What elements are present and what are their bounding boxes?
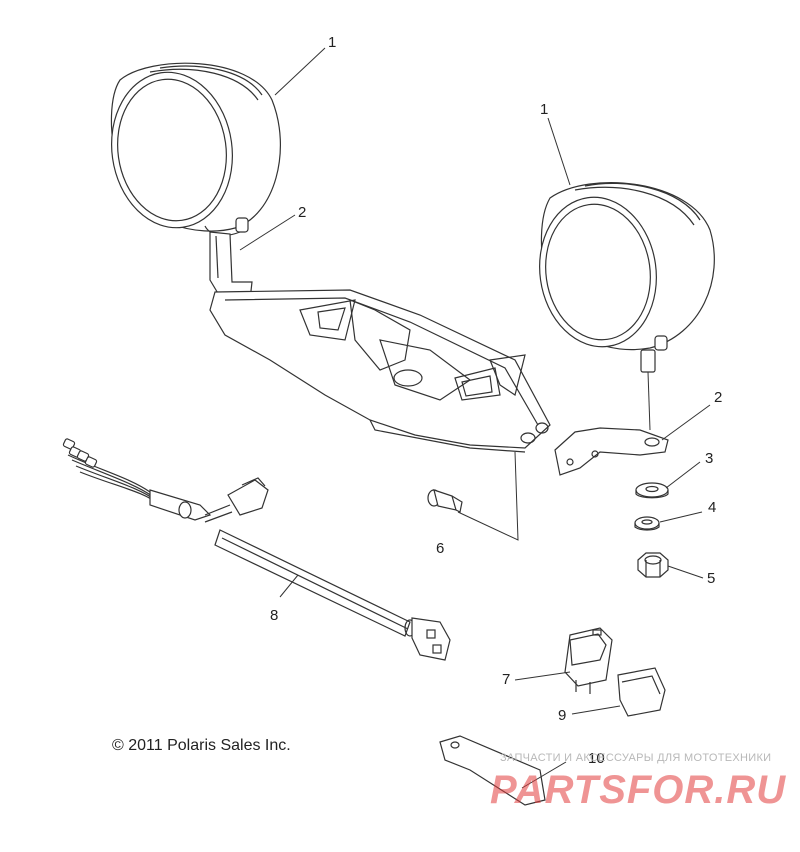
mounting-bar	[209, 289, 551, 453]
watermark-logo: PARTSFOR.RU	[490, 768, 787, 812]
right-bracket	[554, 427, 669, 476]
lock-washer	[634, 516, 660, 531]
left-lamp	[110, 62, 281, 236]
mounting-strap	[439, 735, 546, 806]
rocker-switch	[564, 627, 613, 694]
callout-5: 5	[707, 570, 715, 587]
callout-6: 6	[436, 540, 444, 557]
callout-8: 8	[270, 607, 278, 624]
copyright-notice: © 2011 Polaris Sales Inc.	[112, 737, 291, 754]
callout-7: 7	[502, 671, 510, 688]
callout-2-left-bracket: 2	[298, 204, 306, 221]
watermark-tagline: ЗАПЧАСТИ И АКСЕССУАРЫ ДЛЯ МОТОТЕХНИКИ	[500, 752, 772, 764]
callout-1-left-lamp: 1	[328, 34, 336, 51]
leader-lines	[239, 47, 711, 789]
callout-labels: 1 1 2 2 3 4 5 6 7 8 9 10	[270, 34, 722, 767]
left-bracket	[209, 231, 253, 301]
callout-10: 10	[588, 750, 605, 767]
flat-washer	[635, 482, 669, 499]
bolt	[427, 489, 463, 513]
wiring-harness	[62, 438, 451, 661]
right-lamp	[539, 182, 715, 373]
callout-9: 9	[558, 707, 566, 724]
hex-nut	[637, 552, 669, 578]
callout-3: 3	[705, 450, 713, 467]
callout-1-right-lamp: 1	[540, 101, 548, 118]
callout-4: 4	[708, 499, 716, 516]
callout-2-right-bracket: 2	[714, 389, 722, 406]
switch-cap	[617, 667, 666, 717]
